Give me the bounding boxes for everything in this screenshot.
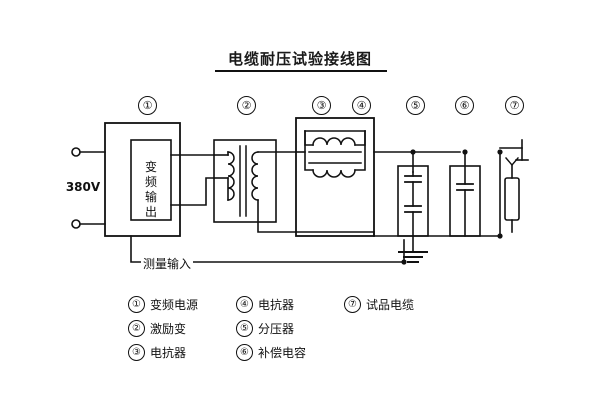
legend-item-4: ④ 电抗器 [236,292,344,316]
legend-text-4: 电抗器 [258,297,295,312]
index-marker-7: ⑦ [505,96,524,115]
page-title: 电缆耐压试验接线图 [227,50,372,68]
source-terminal-top [71,147,81,157]
junction-measure-tap [401,259,407,265]
index-marker-2: ② [237,96,256,115]
legend-badge-4: ④ [236,295,253,313]
wire-secondary-bottom [257,199,297,233]
junction-divider-top [410,149,416,155]
legend-item-6: ⑥ 补偿电容 [236,340,344,364]
legend-text-2: 激励变 [150,321,187,336]
legend-badge-2: ② [128,319,145,337]
test-cable-body [504,177,520,221]
index-marker-4: ④ [352,96,371,115]
reactor-upper-right-lead [354,130,366,146]
legend-badge-5: ⑤ [236,319,253,337]
legend-badge-6: ⑥ [236,343,253,361]
legend-badge-1: ① [128,295,145,313]
transformer-box [213,139,277,223]
cable-stress-cone [505,157,519,166]
reactor-lower-left-lead [304,130,314,171]
junction-comp-cap-top [462,149,468,155]
legend-item-2: ② 激励变 [128,316,236,340]
measure-input-label: 测量输入 [141,255,194,272]
source-terminal-bottom [71,219,81,229]
legend-badge-3: ③ [128,343,145,361]
junction-cable-top [497,149,503,155]
junction-cable-bottom [497,233,503,239]
legend-text-5: 分压器 [258,321,295,336]
index-marker-1: ① [138,96,157,115]
source-voltage-label: 380V [65,180,101,194]
legend-item-1: ① 变频电源 [128,292,236,316]
index-marker-5: ⑤ [406,96,425,115]
legend-item-7: ⑦ 试品电缆 [344,292,464,316]
wire-converter-out-bottom [170,177,215,206]
legend-item-3: ③ 电抗器 [128,340,236,364]
title-underline [215,70,387,72]
legend-text-6: 补偿电容 [258,345,307,360]
index-marker-6: ⑥ [455,96,474,115]
legend-text-7: 试品电缆 [366,297,415,312]
legend: ① 变频电源 ④ 电抗器 ⑦ 试品电缆 ② 激励变 ⑤ 分压器 ③ 电抗器 ⑥ … [128,292,488,364]
reactor-lower-coil [312,169,356,178]
converter-box-label: 变频输出 [144,160,157,219]
reactor-bank-box [295,117,375,237]
wire-measure-input [130,235,405,263]
reactor-upper-coil [312,137,356,146]
transformer-primary-winding [227,151,235,201]
legend-text-3: 电抗器 [150,345,187,360]
converter-inner-box [130,139,172,221]
legend-item-5: ⑤ 分压器 [236,316,344,340]
converter-outer-box [104,122,181,237]
legend-badge-7: ⑦ [344,295,361,313]
legend-spacer [344,316,464,340]
index-marker-3: ③ [312,96,331,115]
reactor-lower-right-lead [354,130,366,171]
transformer-secondary-winding [251,151,259,201]
reactor-upper-left-lead [304,130,314,146]
legend-text-1: 变频电源 [150,297,199,312]
